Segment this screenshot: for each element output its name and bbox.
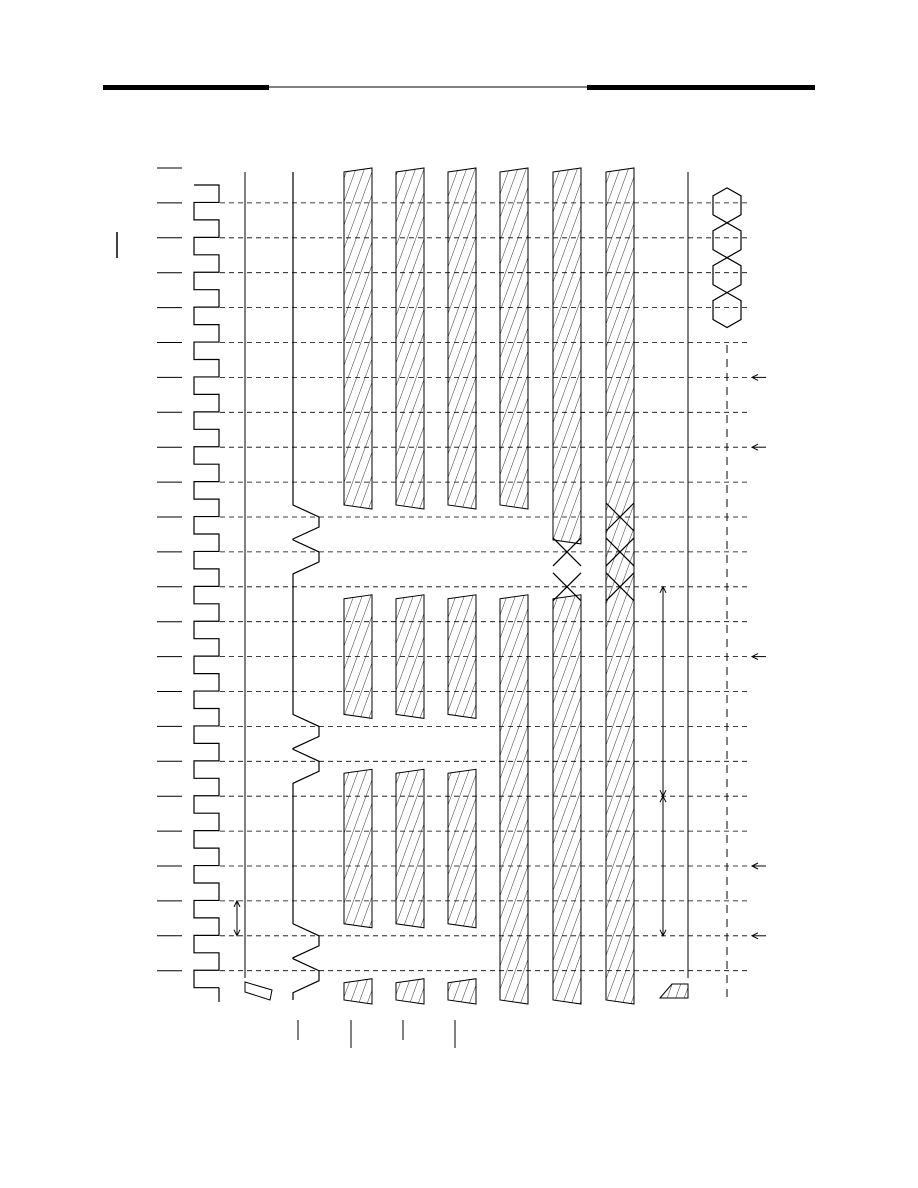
hex-cell xyxy=(712,187,742,224)
bus-segment xyxy=(395,978,425,1005)
bus-segment xyxy=(343,167,373,510)
reference-arrowhead xyxy=(750,653,759,661)
clock-waveform xyxy=(193,184,220,1002)
bus-segment xyxy=(499,167,529,510)
bus-segment xyxy=(499,594,529,1005)
bus-segment xyxy=(395,594,425,719)
bottom-glyph xyxy=(244,981,273,1001)
left-tick-marks xyxy=(157,167,182,972)
bottom-glyph xyxy=(658,983,689,999)
reference-arrowhead xyxy=(750,443,759,451)
bus-crossing xyxy=(605,537,635,567)
footer-marks xyxy=(244,981,689,1048)
bus-segment xyxy=(343,768,373,929)
bus-crossing xyxy=(552,537,582,567)
hex-cell xyxy=(712,257,742,294)
dimension-arrowhead xyxy=(659,929,667,937)
dimension-arrowhead xyxy=(659,585,667,594)
reference-arrows xyxy=(750,373,766,940)
bus-crossing xyxy=(605,502,635,532)
bus-segment xyxy=(447,167,477,510)
bus-segment xyxy=(343,978,373,1005)
dimension-markers xyxy=(233,585,667,937)
bus-segment xyxy=(552,167,582,545)
signal-rails xyxy=(244,172,728,1002)
bus-segment xyxy=(395,768,425,929)
dimension-arrowhead xyxy=(659,795,667,803)
dimension-arrowhead xyxy=(233,899,241,908)
dimension-arrowhead xyxy=(233,929,241,937)
bus-segment xyxy=(395,167,425,510)
bus-waveforms xyxy=(343,167,635,1005)
hex-cell xyxy=(712,222,742,259)
bus-segment xyxy=(447,768,477,929)
bus-segment xyxy=(552,594,582,1005)
bus-crossing xyxy=(605,572,635,602)
dashed-guide-lines xyxy=(220,202,748,972)
strobe-line xyxy=(292,172,320,1000)
strobe-waveform xyxy=(292,172,320,1000)
hex-cell xyxy=(712,291,742,329)
hex-bus-waveform xyxy=(712,187,742,329)
header-rule xyxy=(103,85,815,90)
bus-segment xyxy=(447,594,477,719)
reference-arrowhead xyxy=(750,862,759,870)
reference-arrowhead xyxy=(750,373,759,381)
reference-arrowhead xyxy=(750,932,759,940)
bus-segment xyxy=(343,594,373,719)
bus-segment xyxy=(447,978,477,1005)
clock-line xyxy=(193,184,220,989)
bus-crossing xyxy=(552,572,582,602)
